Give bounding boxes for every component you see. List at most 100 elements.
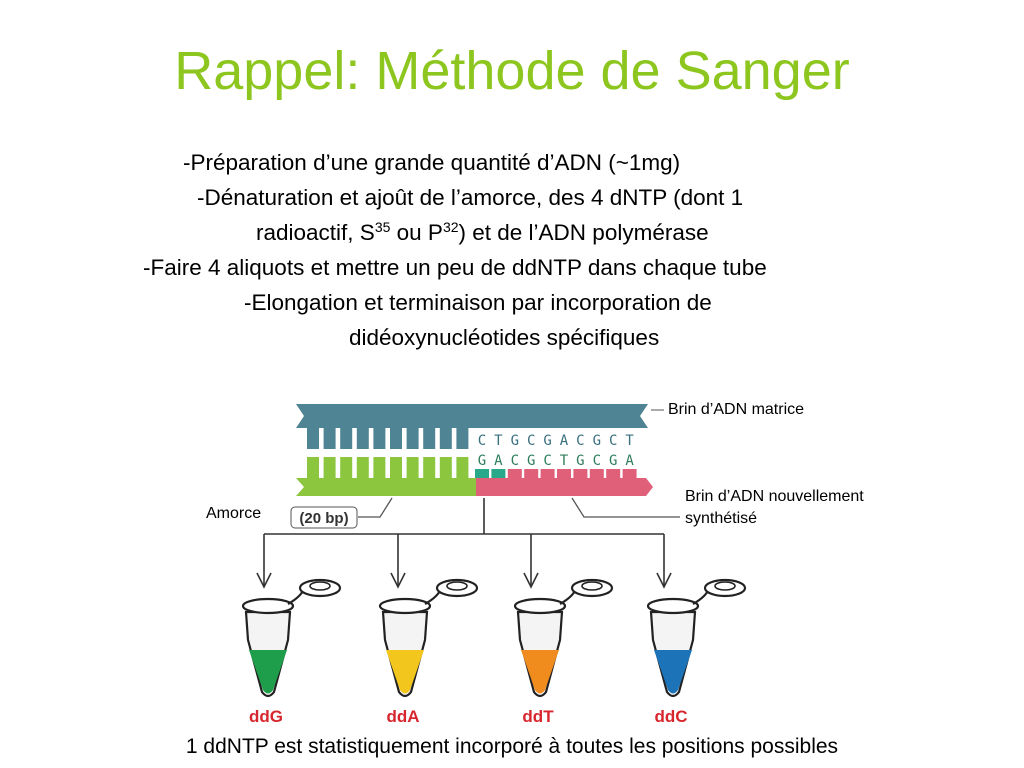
slide-title: Rappel: Méthode de Sanger (174, 41, 850, 101)
tube-rim (378, 597, 432, 615)
new-base-block (524, 469, 539, 478)
template-base-letter: C (576, 433, 584, 449)
slide-caption: 1 ddNTP est statistiquement incorporé à … (185, 735, 839, 758)
new-base-block (475, 469, 489, 478)
tube-label: ddA (386, 707, 419, 726)
template-base-letter: T (625, 433, 634, 449)
tube-ddc: ddC (646, 578, 747, 726)
tube-dda: ddA (378, 578, 479, 726)
new-base-letter: G (576, 453, 584, 469)
primer-base-block (406, 457, 419, 478)
tube-lid (435, 578, 479, 598)
primer-bases (307, 457, 469, 478)
new-base-block (507, 469, 522, 478)
new-strand-label-line1: Brin d’ADN nouvellement (685, 488, 864, 505)
template-base-block (323, 428, 336, 449)
template-strand-bases (307, 428, 469, 449)
tube-lid (298, 578, 342, 598)
new-base-letter: A (494, 453, 503, 469)
template-base-block (356, 428, 369, 449)
tube-rim (241, 597, 295, 615)
template-base-letter: C (609, 433, 617, 449)
bullet-elongation-continued: didéoxynucléotides spécifiques (349, 325, 660, 350)
primer-base-block (456, 457, 469, 478)
primer-base-block (423, 457, 436, 478)
new-strand-label-line2: synthétisé (685, 510, 758, 527)
primer-size-label: (20 bp) (299, 510, 348, 527)
template-base-block (307, 428, 319, 449)
template-base-letter: G (511, 433, 519, 449)
new-base-block (589, 469, 604, 478)
tube-ddt: ddT (513, 578, 614, 726)
new-base-letter: C (593, 453, 601, 469)
new-strand-bases (475, 469, 637, 478)
bullet-aliquots: -Faire 4 aliquots et mettre un peu de dd… (143, 255, 767, 280)
new-base-letter: G (527, 453, 535, 469)
new-base-letter: C (543, 453, 551, 469)
primer-base-block (323, 457, 336, 478)
template-base-letter: T (494, 433, 503, 449)
tube-lid (703, 578, 747, 598)
new-base-block (491, 469, 506, 478)
template-strand-backbone (296, 404, 648, 428)
new-base-letter: T (560, 453, 569, 469)
primer-leader-line (358, 497, 393, 518)
bullet-elongation: -Elongation et terminaison par incorpora… (244, 290, 712, 315)
tube-rim (646, 597, 700, 615)
tubes: ddG ddA ddT ddC (241, 578, 747, 726)
tube-liquid (521, 650, 559, 694)
new-base-block (557, 469, 571, 478)
new-base-block (606, 469, 621, 478)
new-base-letter: G (478, 453, 486, 469)
template-base-block (373, 428, 386, 449)
primer-base-block (439, 457, 452, 478)
phosphorus-isotope-number: 32 (442, 219, 459, 235)
primer-base-block (340, 457, 353, 478)
bullet-text-or-p: ou P (390, 220, 443, 245)
sulfur-isotope-number: 35 (374, 219, 391, 235)
bullet-denaturation-continued: radioactif, S35 ou P32) et de l’ADN poly… (256, 215, 709, 250)
tube-label: ddG (249, 707, 283, 726)
template-base-block (423, 428, 436, 449)
bullet-dna-preparation: -Préparation d’une grande quantité d’ADN… (183, 150, 681, 175)
new-strand-backbone (476, 478, 653, 496)
template-base-letter: G (593, 433, 601, 449)
template-strand-label: Brin d’ADN matrice (668, 401, 805, 418)
template-base-block (340, 428, 353, 449)
bullet-text-polymerase: ) et de l’ADN polymérase (458, 220, 709, 245)
tube-rim (513, 597, 567, 615)
tube-lid-inner (309, 581, 331, 591)
template-base-block (456, 428, 469, 449)
tube-label: ddC (654, 707, 687, 726)
tube-liquid (386, 650, 424, 694)
bullet-denaturation: -Dénaturation et ajoût de l’amorce, des … (197, 185, 744, 210)
tube-label: ddT (522, 707, 554, 726)
template-base-block (390, 428, 402, 449)
template-base-letter: C (527, 433, 535, 449)
template-base-block (439, 428, 452, 449)
new-base-block (573, 469, 588, 478)
tube-lid-inner (581, 581, 603, 591)
tube-lid-inner (714, 581, 736, 591)
template-base-letter: A (560, 433, 569, 449)
primer-base-block (390, 457, 402, 478)
template-base-letter: G (543, 433, 551, 449)
primer-base-block (307, 457, 319, 478)
new-base-block (540, 469, 555, 478)
primer-base-block (356, 457, 369, 478)
new-strand-leader-line (571, 497, 680, 518)
primer-size-tag (290, 506, 358, 529)
new-base-letter: A (625, 453, 634, 469)
bullet-text-radioactive: radioactif, S (256, 220, 375, 245)
tube-liquid (249, 650, 287, 694)
primer-strand-backbone (296, 478, 476, 496)
distribution-arrows (256, 498, 672, 589)
tube-lid (570, 578, 614, 598)
tube-liquid (654, 650, 692, 694)
new-base-block (622, 469, 637, 478)
tube-ddg: ddG (241, 578, 342, 726)
template-base-letter: C (478, 433, 486, 449)
